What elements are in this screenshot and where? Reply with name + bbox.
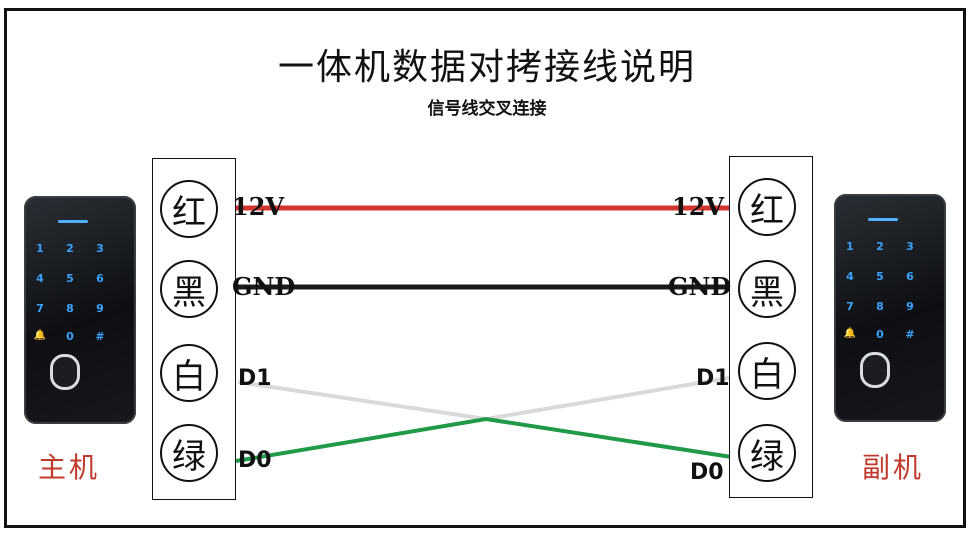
terminal-black: 黑 <box>160 260 218 318</box>
keypad-key: 7 <box>36 302 44 315</box>
signal-label-d1: D1 <box>238 366 272 391</box>
wire-d1 <box>237 374 741 422</box>
signal-label-12v: 12V <box>232 192 285 221</box>
terminal-black: 黑 <box>738 260 796 318</box>
keypad-key: 7 <box>846 300 854 313</box>
signal-label-gnd: GND <box>232 272 296 301</box>
keypad-key: 5 <box>66 272 74 285</box>
keypad-key: 2 <box>66 242 74 255</box>
keypad-key: 6 <box>96 272 104 285</box>
fingerprint-sensor-icon <box>50 354 80 390</box>
fingerprint-sensor-icon <box>860 352 890 388</box>
status-light-bar <box>58 220 88 223</box>
signal-label-d0: D0 <box>238 448 272 473</box>
keypad-key: 0 <box>876 328 884 341</box>
wire-d0 <box>235 416 739 463</box>
signal-label-d1: D1 <box>696 366 730 391</box>
terminal-green: 绿 <box>160 424 218 482</box>
keypad-key: 4 <box>846 270 854 283</box>
sub-keypad-device: 1 2 3 4 5 6 7 8 9 🔔 0 # <box>834 194 946 422</box>
keypad-key: 1 <box>846 240 854 253</box>
signal-label-12v: 12V <box>672 192 725 221</box>
main-keypad-device: 1 2 3 4 5 6 7 8 9 🔔 0 # <box>24 196 136 424</box>
keypad-key: 5 <box>876 270 884 283</box>
keypad-key: 8 <box>876 300 884 313</box>
terminal-red: 红 <box>160 180 218 238</box>
sub-device-label: 副机 <box>862 451 925 484</box>
bell-icon: 🔔 <box>843 328 857 339</box>
page-title: 一体机数据对拷接线说明 <box>277 47 696 88</box>
terminal-green: 绿 <box>738 424 796 482</box>
signal-label-gnd: GND <box>668 272 732 301</box>
keypad-key: 8 <box>66 302 74 315</box>
keypad-key: 2 <box>876 240 884 253</box>
status-light-bar <box>868 218 898 221</box>
keypad-key: 9 <box>906 300 914 313</box>
terminal-red: 红 <box>738 178 796 236</box>
keypad-key: # <box>905 328 915 341</box>
keypad-key: 3 <box>96 242 104 255</box>
page-subtitle: 信号线交叉连接 <box>427 99 547 119</box>
keypad-key: # <box>95 330 105 343</box>
keypad-key: 4 <box>36 272 44 285</box>
keypad-key: 3 <box>906 240 914 253</box>
keypad-key: 6 <box>906 270 914 283</box>
keypad-key: 0 <box>66 330 74 343</box>
bell-icon: 🔔 <box>33 330 47 341</box>
terminal-white: 白 <box>160 344 218 402</box>
keypad-key: 1 <box>36 242 44 255</box>
signal-label-d0: D0 <box>690 460 724 485</box>
terminal-white: 白 <box>738 342 796 400</box>
main-device-label: 主机 <box>38 451 101 484</box>
keypad-key: 9 <box>96 302 104 315</box>
